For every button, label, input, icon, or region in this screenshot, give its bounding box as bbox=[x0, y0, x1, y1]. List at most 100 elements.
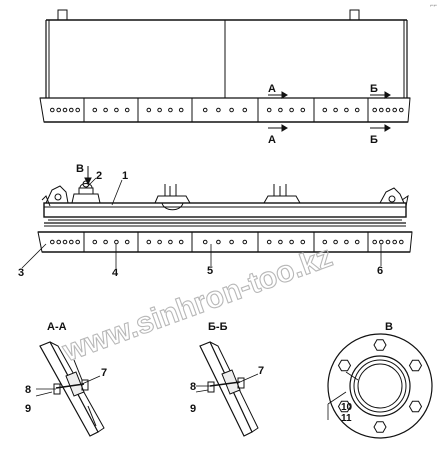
section-cut-b bbox=[370, 91, 391, 132]
bolt-hole bbox=[56, 239, 62, 245]
bolt-hole bbox=[385, 239, 391, 245]
bolt-hole bbox=[333, 107, 338, 113]
view-title-b: В bbox=[385, 321, 393, 333]
center-lift-bracket bbox=[154, 184, 191, 211]
section-bb bbox=[195, 341, 259, 437]
section-mark-a-top: А bbox=[268, 83, 276, 95]
bolt-holes bbox=[50, 107, 404, 113]
bolt-hole bbox=[103, 107, 108, 113]
bolt-hole bbox=[392, 107, 398, 113]
bolt-hole bbox=[202, 107, 208, 113]
bolt-hole bbox=[124, 107, 130, 113]
bolt-hole bbox=[178, 107, 184, 113]
bolt-hole bbox=[114, 107, 119, 113]
callout-7-aa: 7 bbox=[101, 367, 107, 379]
bolt-head bbox=[337, 400, 352, 413]
section-mark-b-top: Б bbox=[370, 83, 378, 95]
callout-7-bb: 7 bbox=[258, 365, 264, 377]
bolt-hole bbox=[103, 239, 108, 245]
view-mark-b: В bbox=[76, 163, 84, 175]
bolt-hole bbox=[266, 107, 272, 113]
bolt-hole bbox=[300, 239, 306, 245]
bolt-hole bbox=[333, 239, 338, 245]
top-cutting-edge bbox=[39, 97, 411, 123]
callout-1: 1 bbox=[122, 170, 128, 182]
bolt-hole bbox=[278, 107, 283, 113]
bolt-holes bbox=[50, 239, 404, 245]
section-bb-leaders bbox=[195, 373, 259, 393]
bolt-hole bbox=[50, 239, 55, 245]
top-right-post bbox=[349, 9, 360, 21]
top-view bbox=[39, 9, 411, 132]
bolt-hole bbox=[146, 107, 152, 113]
top-left-post bbox=[57, 9, 68, 21]
bolt-head bbox=[373, 421, 387, 433]
bolt-hole bbox=[229, 239, 234, 245]
bolt-hole bbox=[178, 239, 184, 245]
bolt-hole bbox=[278, 239, 283, 245]
bolt-hole bbox=[372, 239, 378, 245]
callout-4: 4 bbox=[112, 267, 119, 279]
flange-leaders bbox=[327, 371, 359, 420]
callout-6: 6 bbox=[377, 265, 383, 277]
bolt-hole bbox=[242, 107, 248, 113]
bolt-hole bbox=[372, 107, 378, 113]
section-title-bb: Б-Б bbox=[208, 321, 228, 333]
bolt-hole bbox=[344, 107, 349, 113]
bolt-hole bbox=[379, 107, 384, 113]
bolt-hole bbox=[300, 107, 306, 113]
flange-view bbox=[327, 333, 433, 439]
right-mount-bracket bbox=[379, 187, 409, 207]
bolt-hole bbox=[354, 239, 360, 245]
bolt-hole bbox=[168, 239, 173, 245]
callout-10: 10 bbox=[341, 402, 353, 413]
flange-outer-ring bbox=[327, 333, 433, 439]
front-view bbox=[21, 166, 413, 269]
callout-8-bb: 8 bbox=[190, 381, 196, 393]
bolt-head bbox=[408, 359, 423, 372]
bolt-head bbox=[373, 339, 387, 351]
corner-mark: ⌐⌐ bbox=[430, 3, 438, 9]
right-lift-bracket bbox=[263, 184, 301, 204]
watermark: www.sinhron-too.kz bbox=[57, 239, 337, 369]
bolt-head bbox=[337, 359, 352, 372]
section-aa bbox=[35, 341, 105, 437]
callout-3: 3 bbox=[18, 267, 24, 279]
bolt-hole bbox=[69, 107, 74, 113]
bolt-hole bbox=[202, 239, 208, 245]
front-cutting-edge bbox=[37, 231, 413, 253]
section-mark-a-bottom: А bbox=[268, 134, 276, 146]
bolt-hole bbox=[146, 239, 152, 245]
bolt-hole bbox=[242, 239, 248, 245]
callout-9-aa: 9 bbox=[25, 403, 31, 415]
callout-8-aa: 8 bbox=[25, 384, 31, 396]
section-aa-leaders bbox=[35, 375, 101, 397]
bolt-hole bbox=[392, 239, 398, 245]
bolt-hole bbox=[322, 239, 328, 245]
watermark-text: www.sinhron-too.kz bbox=[58, 240, 337, 368]
bolt-hole bbox=[62, 239, 68, 245]
bolt-hole bbox=[56, 107, 62, 113]
bolt-hole bbox=[157, 107, 162, 113]
bolt-head bbox=[408, 400, 423, 413]
left-mount-bracket bbox=[41, 185, 69, 207]
callout-2: 2 bbox=[96, 170, 102, 182]
callout-11: 11 bbox=[341, 413, 352, 424]
bolt-hole bbox=[344, 239, 349, 245]
bolt-hole bbox=[266, 239, 272, 245]
callout-5: 5 bbox=[207, 265, 213, 277]
bolt-hole bbox=[289, 107, 294, 113]
clamp-assembly bbox=[71, 180, 101, 204]
bolt-hole bbox=[62, 107, 68, 113]
bolt-hole bbox=[216, 239, 221, 245]
section-title-aa: А-А bbox=[47, 321, 67, 333]
bolt-hole bbox=[69, 239, 74, 245]
bolt-hole bbox=[114, 239, 119, 245]
bolt-hole bbox=[216, 107, 221, 113]
bolt-hole bbox=[157, 239, 162, 245]
bolt-hole bbox=[124, 239, 130, 245]
bolt-hole bbox=[229, 107, 234, 113]
bolt-hole bbox=[75, 107, 80, 113]
